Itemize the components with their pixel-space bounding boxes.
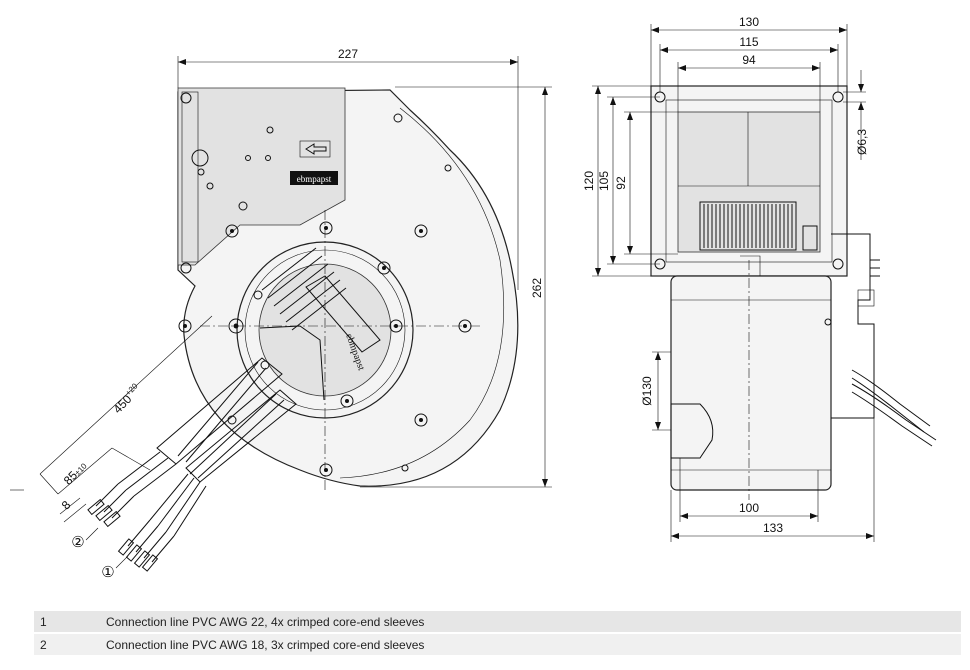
flange-hole: [180, 262, 192, 274]
flange-hole: [238, 201, 248, 211]
side-neck: [740, 255, 761, 276]
leader-1: [115, 555, 129, 569]
marker-2: ②: [71, 534, 84, 551]
flange-hole-large: [191, 149, 209, 167]
outlet-body: [677, 111, 821, 253]
dim-115: 115: [659, 35, 839, 92]
motor-ribs: [261, 247, 347, 331]
legend-table: 1 Connection line PVC AWG 22, 4x crimped…: [34, 611, 961, 657]
dim-262: 262: [360, 86, 552, 488]
dim-450: 450+20: [39, 315, 213, 495]
svg-text:100: 100: [739, 501, 759, 515]
internal-wire: [259, 325, 325, 401]
rotation-arrow-icon: [305, 143, 327, 155]
dim-85: 85±10: [57, 447, 151, 495]
svg-text:133: 133: [763, 521, 783, 535]
dim-130: 130: [650, 15, 848, 86]
side-connector-latch: [857, 289, 875, 307]
dim-92: 92: [614, 111, 678, 255]
side-motor-lines: [671, 299, 831, 471]
svg-text:105: 105: [597, 171, 611, 191]
flange-hole: [197, 168, 205, 176]
svg-text:130: 130: [739, 15, 759, 29]
svg-text:120: 120: [582, 171, 596, 191]
svg-text:115: 115: [739, 35, 758, 49]
legend-number: 2: [34, 633, 100, 657]
svg-text:85±10: 85±10: [61, 458, 90, 487]
svg-text:92: 92: [614, 176, 628, 190]
side-cables: [851, 259, 937, 447]
legend-row: 2 Connection line PVC AWG 18, 3x crimped…: [34, 633, 961, 657]
dim-100: 100: [679, 458, 819, 522]
logo-text: ebmpapst: [297, 174, 332, 184]
svg-text:227: 227: [338, 47, 358, 61]
scroll-inner-line: [339, 107, 504, 479]
outlet-grille: [699, 201, 797, 251]
mounting-flange: [177, 87, 346, 266]
dim-105: 105: [597, 96, 660, 265]
dim-8: 8: [10, 489, 87, 523]
legend-row: 1 Connection line PVC AWG 22, 4x crimped…: [34, 611, 961, 634]
svg-text:94: 94: [742, 53, 756, 67]
dim-133: 133: [670, 418, 875, 542]
label-sticker: [305, 275, 381, 353]
flange-edge: [181, 91, 199, 263]
dim-120: 120: [582, 85, 651, 277]
flange-hole: [265, 155, 271, 161]
connection-cables: [87, 357, 297, 572]
side-hole: [832, 258, 844, 270]
flange-hole: [266, 126, 274, 134]
grille-ribs: [703, 204, 793, 248]
dim-227: 227: [177, 47, 519, 290]
flange-hole: [206, 182, 214, 190]
svg-text:Ø6,3: Ø6,3: [855, 129, 869, 155]
dim-94: 94: [677, 53, 821, 112]
svg-text:262: 262: [530, 278, 544, 298]
rotation-arrow-plate: [299, 140, 331, 158]
front-view: ebmpapst ebmpapst: [10, 47, 552, 581]
outlet-lines: [678, 112, 820, 187]
logo-plate: [290, 171, 338, 185]
side-pin: [824, 318, 832, 326]
legend-text: Connection line PVC AWG 18, 3x crimped c…: [100, 633, 961, 657]
technical-drawing: ebmpapst ebmpapst: [10, 15, 937, 581]
dim-hole: Ø6,3: [843, 70, 869, 160]
side-connector: [831, 233, 875, 419]
side-inlet: [670, 403, 714, 459]
flange-hole: [245, 155, 251, 161]
marker-1: ①: [101, 564, 114, 581]
flange-hole: [180, 92, 192, 104]
svg-text:Ø130: Ø130: [640, 376, 654, 406]
legend-number: 1: [34, 611, 100, 634]
side-motor-body: [670, 275, 832, 491]
side-view: 130 115 94 120 105 92: [582, 15, 937, 542]
legend-text: Connection line PVC AWG 22, 4x crimped c…: [100, 611, 961, 634]
dim-dia-130: Ø130: [640, 351, 671, 431]
side-clip: [802, 225, 818, 251]
svg-text:450+20: 450+20: [110, 381, 145, 416]
leader-2: [85, 527, 99, 541]
